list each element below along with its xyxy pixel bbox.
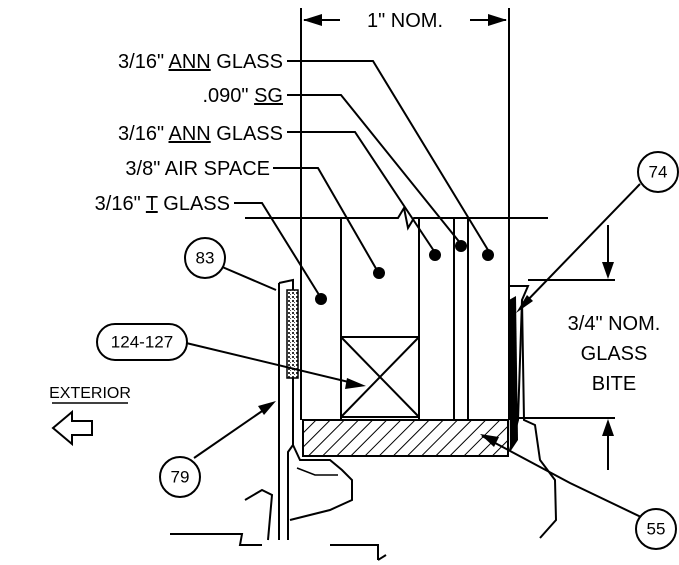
leader-outer-ann-glass xyxy=(287,60,489,251)
bite-label-line2: GLASS xyxy=(581,343,648,365)
break-line xyxy=(245,205,548,231)
callout-55 xyxy=(635,508,677,550)
sill-base-left xyxy=(170,533,262,546)
sill-base-right xyxy=(330,544,379,560)
interior-stop xyxy=(509,285,558,539)
callout-79 xyxy=(159,456,201,498)
callout-79-text: 79 xyxy=(171,468,190,487)
outer-ann-glass-marker xyxy=(482,249,494,261)
exterior-glazing-tape xyxy=(286,289,299,379)
leader-t-glass xyxy=(234,202,322,299)
sill-left-cap xyxy=(244,488,274,541)
leader-inner-ann-glass xyxy=(287,131,435,252)
spacer-block xyxy=(340,336,420,418)
leader-55 xyxy=(481,435,642,518)
inner-ann-glass-marker xyxy=(429,249,441,261)
exterior-label: EXTERIOR xyxy=(49,385,131,402)
width-dimension-label: 1" NOM. xyxy=(367,10,443,32)
exterior-indicator: EXTERIOR xyxy=(49,385,131,447)
label-air-space: 3/8" AIR SPACE xyxy=(125,158,270,180)
dimension-arrow-right xyxy=(488,14,507,26)
sg-marker xyxy=(455,240,467,252)
arrow-55 xyxy=(480,434,499,447)
interior-gasket xyxy=(509,296,518,452)
dimension-arrow-left xyxy=(303,14,322,26)
sill-profile xyxy=(289,444,353,521)
bite-label-line3: BITE xyxy=(592,373,636,395)
label-sg-interlayer: .090" SG xyxy=(203,85,284,107)
bite-arrow-bottom xyxy=(602,419,614,436)
label-t-glass: 3/16" T GLASS xyxy=(95,193,230,215)
layer-labels: 3/16" ANN GLASS .090" SG 3/16" ANN GLASS… xyxy=(95,51,489,299)
leader-83 xyxy=(219,265,277,291)
setting-block xyxy=(302,419,509,457)
hatched-setting-block xyxy=(302,419,509,457)
exterior-arrow-icon xyxy=(51,409,93,447)
callout-74-text: 74 xyxy=(649,163,668,182)
arrow-124-127 xyxy=(345,378,366,389)
callout-124-127-text: 124-127 xyxy=(111,333,173,352)
callout-83-text: 83 xyxy=(196,249,215,268)
bite-arrow-top xyxy=(602,262,614,279)
glass-assembly xyxy=(245,205,548,420)
callouts: 74 83 124-127 79 55 xyxy=(96,151,679,550)
label-outer-ann-glass: 3/16" ANN GLASS xyxy=(118,51,283,73)
spacer-diagonal-b xyxy=(340,336,420,418)
sill-break-mark xyxy=(377,554,387,561)
leader-sg-interlayer xyxy=(287,94,462,245)
callout-83 xyxy=(184,237,226,279)
callout-55-text: 55 xyxy=(647,520,666,539)
t-glass-marker xyxy=(315,293,327,305)
leader-124-127 xyxy=(181,341,358,385)
arrow-79 xyxy=(258,401,276,415)
leader-74 xyxy=(521,183,641,307)
width-dimension: 1" NOM. xyxy=(300,8,510,420)
bite-label-line1: 3/4" NOM. xyxy=(568,313,661,335)
glass-bite-dimension: 3/4" NOM. GLASS BITE xyxy=(509,225,660,470)
sill-inner-lip xyxy=(296,467,338,476)
leader-air-space xyxy=(273,167,379,273)
air-space-marker xyxy=(373,267,385,279)
frame xyxy=(170,278,558,561)
leader-79 xyxy=(193,406,269,459)
arrow-74 xyxy=(516,295,533,313)
callout-124-127 xyxy=(96,323,188,361)
label-inner-ann-glass: 3/16" ANN GLASS xyxy=(118,123,283,145)
callout-74 xyxy=(637,151,679,193)
